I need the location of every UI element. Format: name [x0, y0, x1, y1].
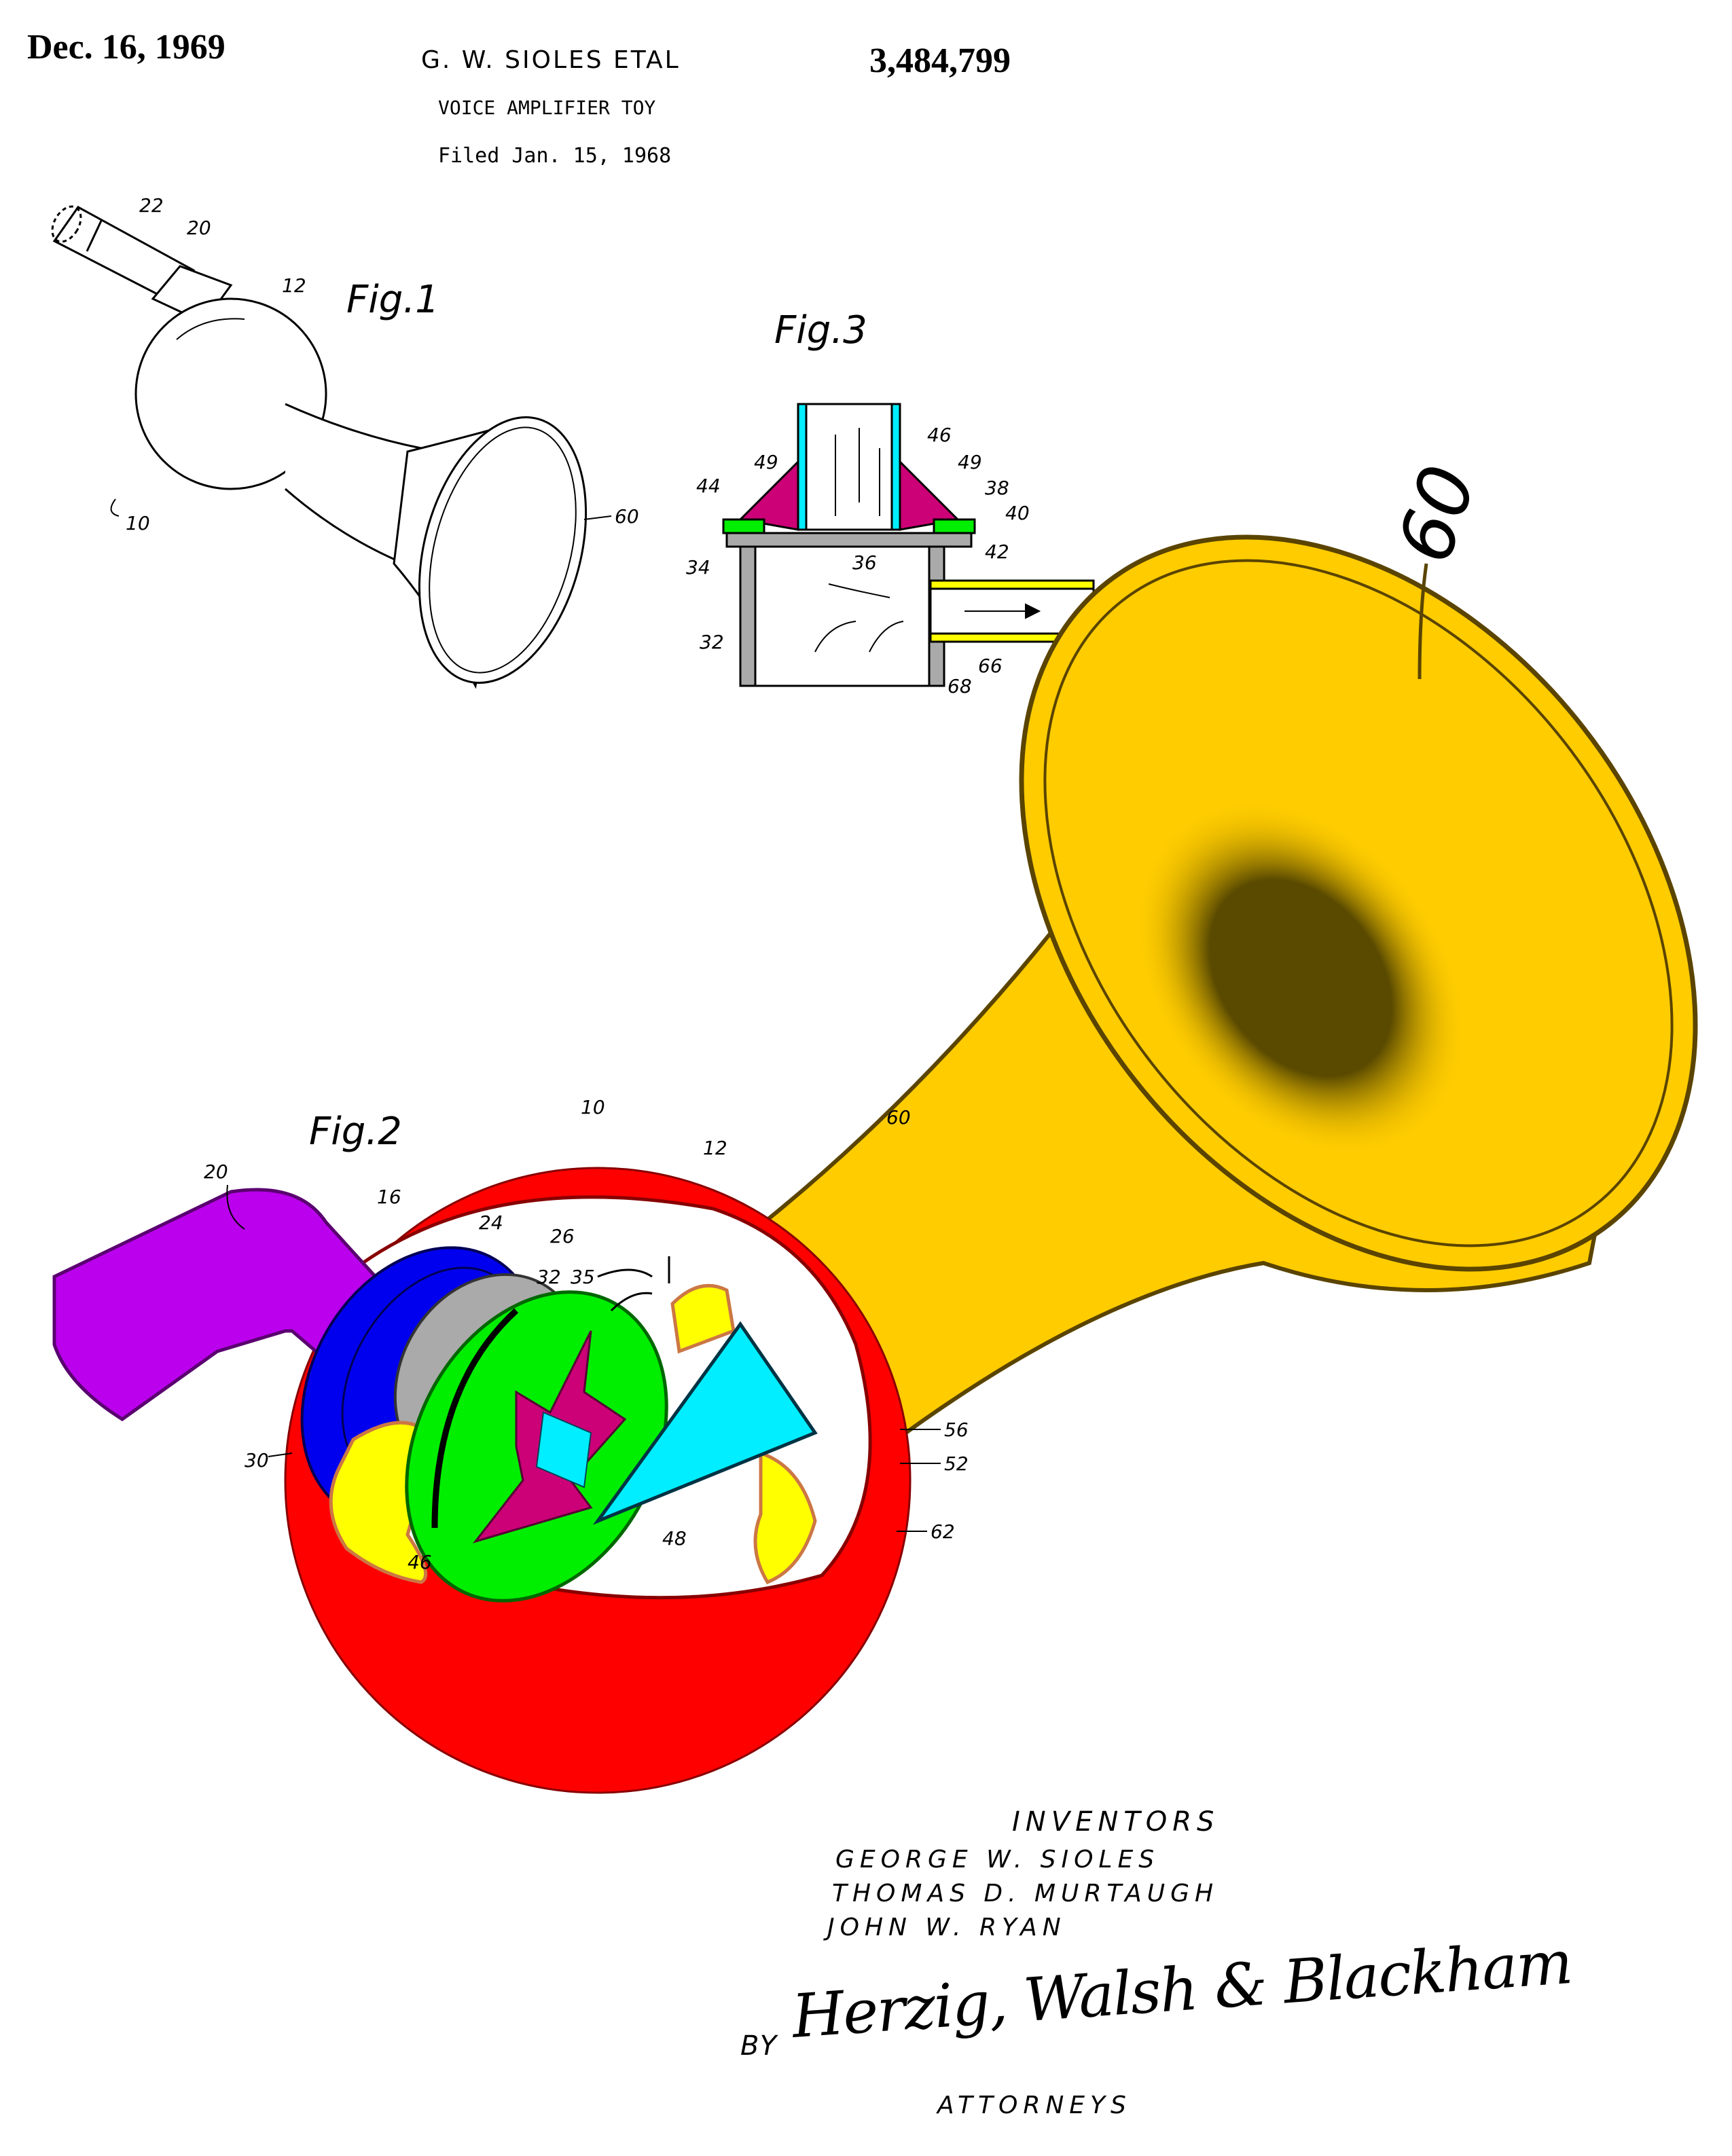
fig3-ref-66: 66: [978, 655, 1003, 677]
fig2-ref-46: 46: [408, 1551, 432, 1573]
fig2-ref-62: 62: [931, 1520, 955, 1543]
fig2-ref-12: 12: [703, 1137, 727, 1159]
fig2-ref-32: 32: [537, 1266, 561, 1288]
fig2-ref-26: 26: [550, 1225, 575, 1247]
fig3-ref-32: 32: [700, 631, 724, 653]
inventors-heading: INVENTORS: [1012, 1806, 1220, 1838]
fig1-drawing: [51, 205, 588, 689]
fig1-ref-60: 60: [615, 505, 639, 528]
fig3-ref-49-right: 49: [958, 451, 982, 473]
fig3-upper-tube: [797, 403, 901, 531]
fig3-flow-arrows: [814, 428, 1041, 653]
fig1-ball: [134, 297, 327, 490]
fig3-cone-left: [738, 459, 799, 531]
fig2-inner-ring-top: [670, 1283, 736, 1354]
fig1-ref-12: 12: [282, 274, 306, 297]
fig2-flow-arrows: [597, 1256, 670, 1312]
horn-shadow: [1135, 799, 1466, 1156]
fig2-label: Fig.2: [309, 1110, 402, 1154]
fig2-ref-60: 60: [886, 1106, 911, 1129]
fig3-ref-38: 38: [985, 477, 1009, 499]
fig1-ref-10: 10: [126, 512, 150, 534]
fig2-ref-48: 48: [662, 1527, 687, 1550]
fig3-lower-body: [739, 535, 945, 687]
patent-assignee: G. W. SIOLES ETAL: [421, 46, 681, 74]
fig3-flange-right: [933, 518, 976, 534]
fig3-ref-44: 44: [696, 475, 721, 497]
fig3-ref-42: 42: [985, 541, 1009, 563]
fig3-ref-34: 34: [686, 556, 710, 579]
fig2-inner-ring-right: [753, 1450, 817, 1585]
inventor-name: JOHN W. RYAN: [827, 1914, 1066, 1941]
fig2-leader-lines: [226, 1184, 941, 1532]
fig1-ref-20: 20: [187, 217, 211, 239]
fig2-ref-52: 52: [944, 1452, 969, 1475]
horn-ref-60: 60: [1381, 455, 1493, 572]
fig2-ref-16: 16: [377, 1186, 401, 1208]
fig3-ref-46: 46: [927, 424, 952, 446]
fig3-ref-40: 40: [1005, 502, 1030, 524]
attorneys-label: ATTORNEYS: [937, 2091, 1132, 2119]
fig2-ref-24: 24: [479, 1211, 503, 1234]
fig1-label: Fig.1: [346, 278, 439, 322]
fig3-ref-36: 36: [852, 551, 877, 574]
fig3-flange-left: [722, 518, 765, 534]
inventor-name: THOMAS D. MURTAUGH: [832, 1880, 1219, 1907]
fig2-ref-10: 10: [581, 1096, 605, 1118]
fig2-ref-30: 30: [245, 1449, 269, 1472]
fig3-ref-49-left: 49: [754, 451, 778, 473]
by-label: BY: [740, 2030, 778, 2062]
fig2-ref-20: 20: [204, 1161, 228, 1183]
fig2-ref-35: 35: [571, 1266, 595, 1288]
fig2-ref-56: 56: [944, 1419, 969, 1441]
fig1-bell-mouth: [418, 416, 588, 684]
patent-filed-date: Filed Jan. 15, 1968: [438, 144, 672, 168]
fig3-ref-68: 68: [948, 675, 972, 697]
fig3-cone-right: [899, 459, 960, 531]
inventor-name: GEORGE W. SIOLES: [835, 1846, 1160, 1874]
fig1-ref-22: 22: [139, 194, 164, 217]
patent-date: Dec. 16, 1969: [27, 28, 225, 67]
fig2-mouthpiece: [52, 1188, 397, 1422]
fig3-drawing: [722, 403, 1095, 687]
patent-number: 3,484,799: [869, 41, 1011, 80]
patent-title: VOICE AMPLIFIER TOY: [438, 96, 656, 119]
fig2-horn: [734, 534, 1698, 1443]
fig3-label: Fig.3: [774, 308, 867, 352]
fig2-cone: [592, 1321, 818, 1525]
